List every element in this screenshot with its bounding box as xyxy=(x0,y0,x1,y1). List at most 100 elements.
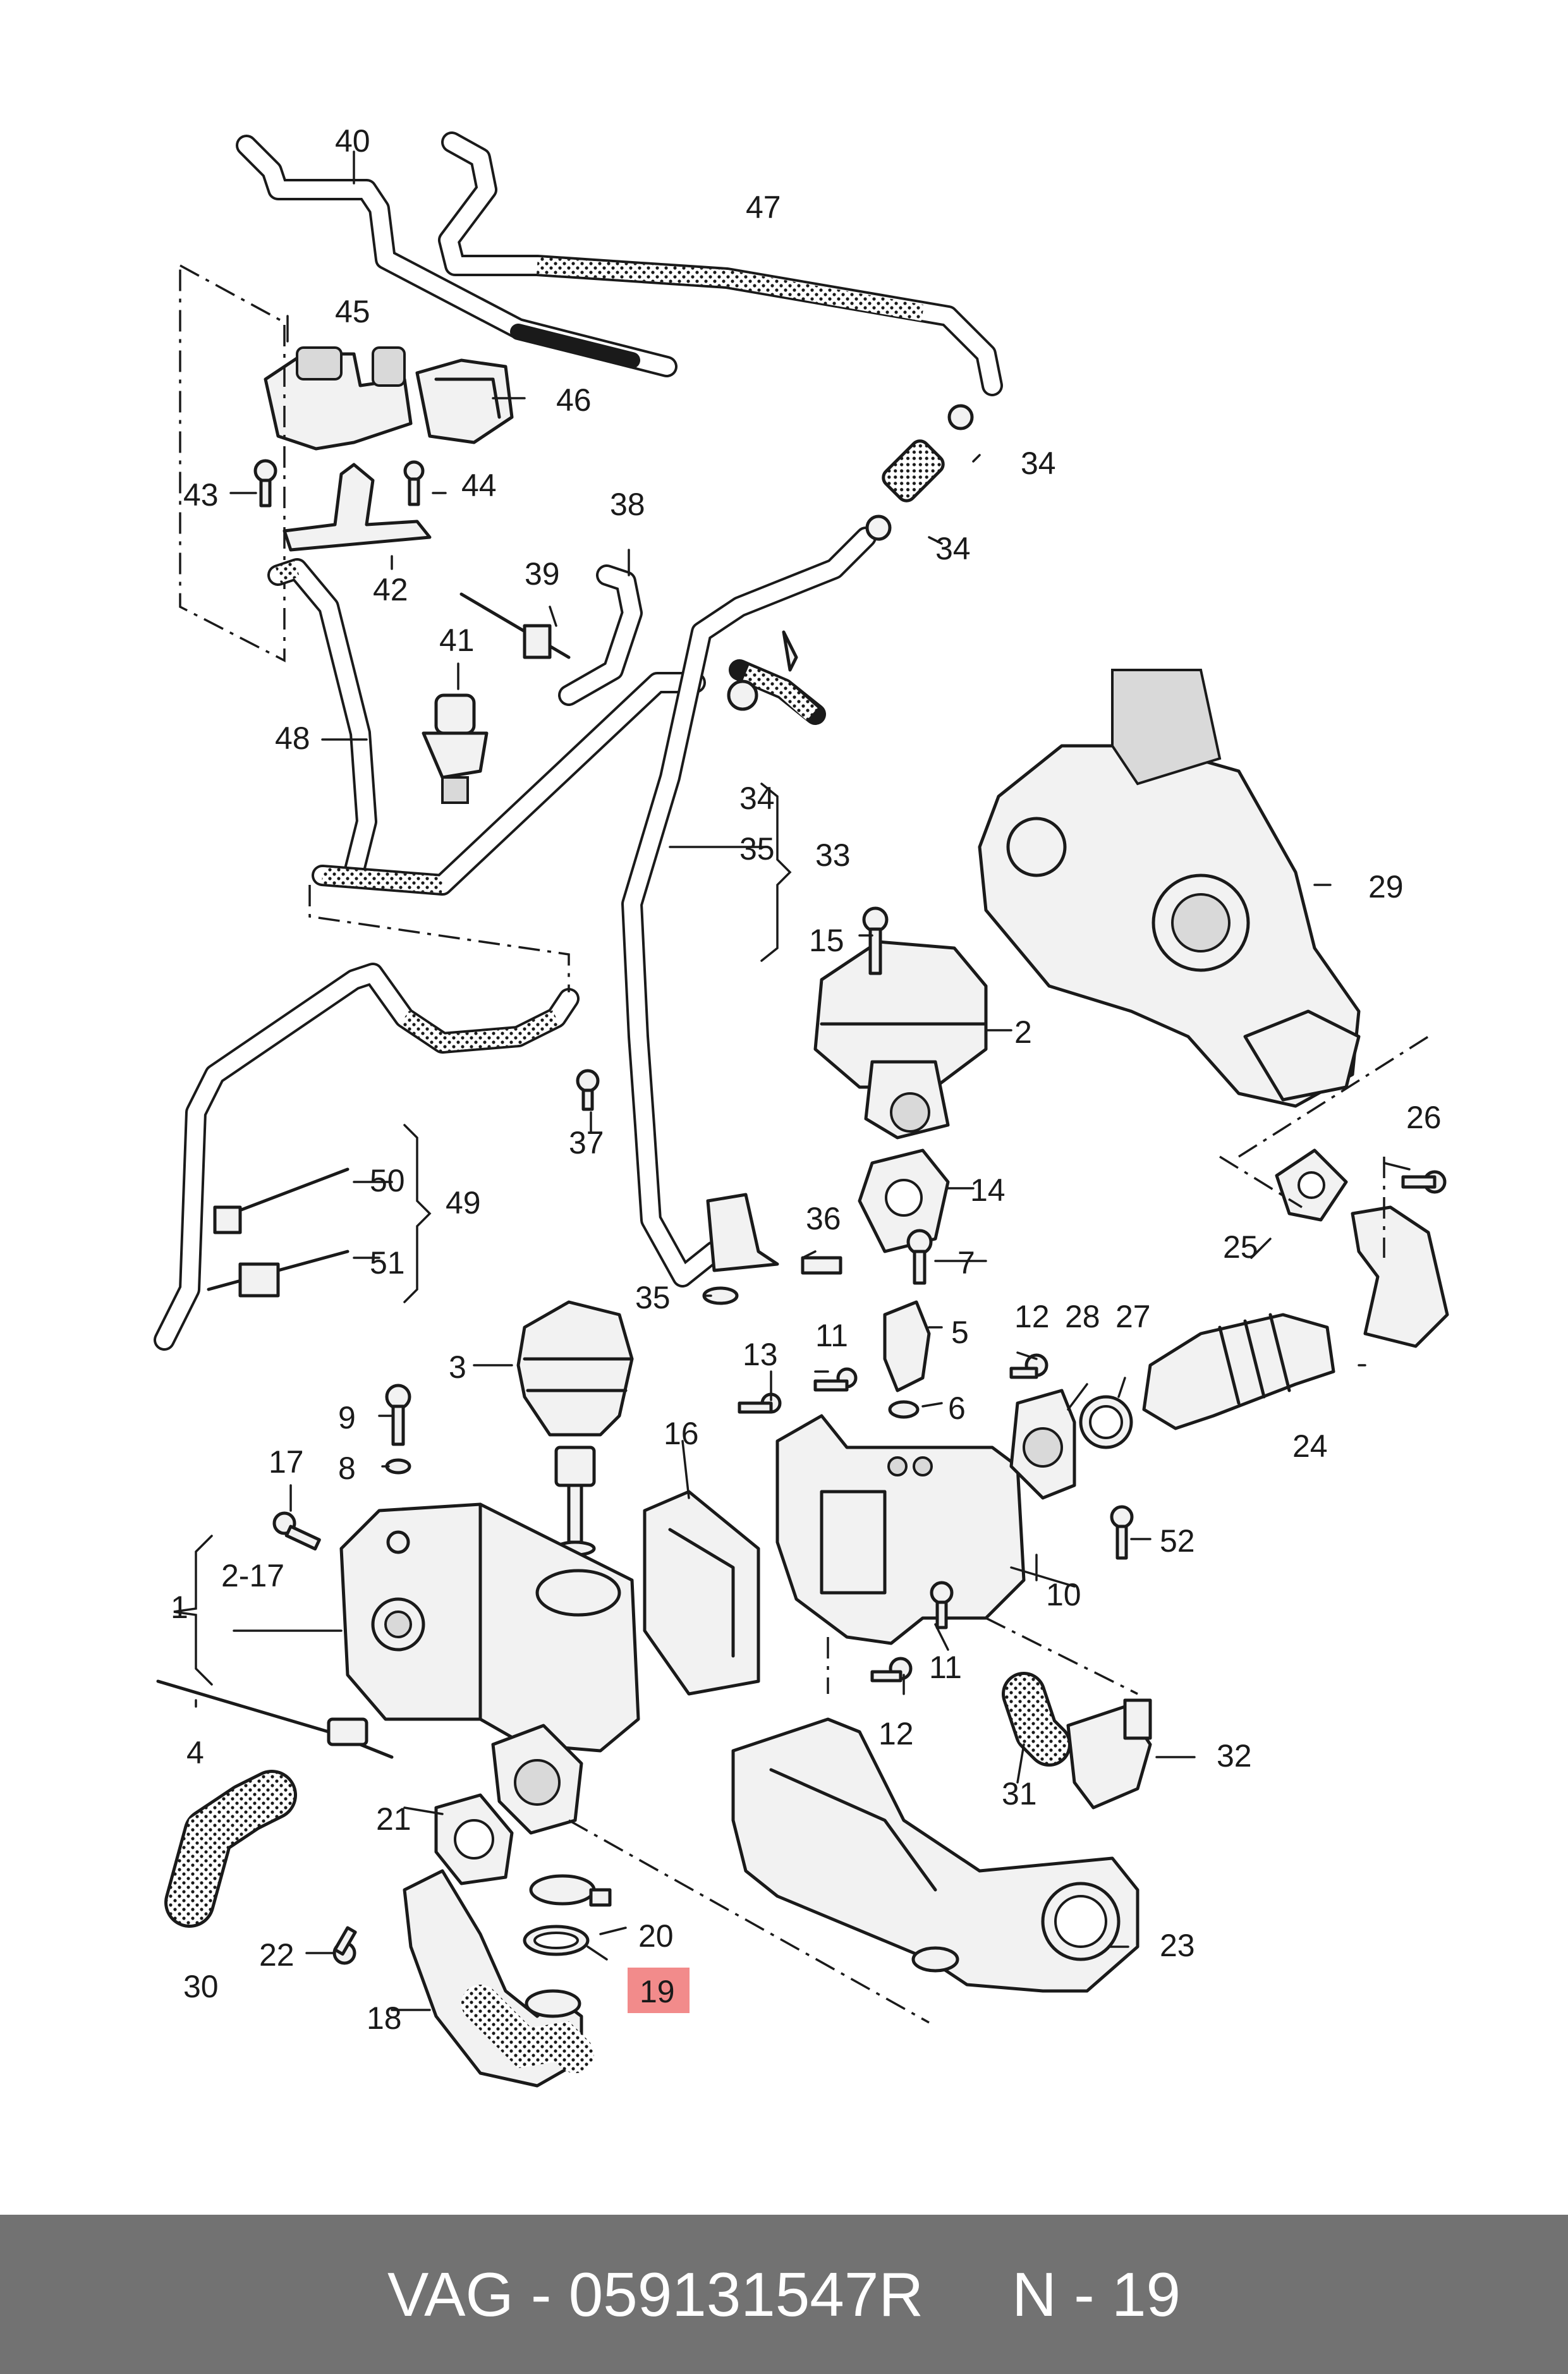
vacuum-actuator-3 xyxy=(516,1300,634,1557)
exhaust-manifold-10 xyxy=(775,1414,1026,1645)
callout-36: 36 xyxy=(806,1201,841,1236)
callout-31: 31 xyxy=(1002,1776,1037,1811)
callout-11a: 11 xyxy=(815,1318,848,1353)
bolt-11-top xyxy=(813,1367,858,1392)
sleeve-34 xyxy=(865,404,974,541)
part-number: VAG - 059131547R xyxy=(387,2259,924,2329)
callout-48: 48 xyxy=(275,721,310,756)
clip-37 xyxy=(576,1069,600,1111)
bolt-13 xyxy=(738,1392,782,1414)
callout-3: 3 xyxy=(449,1349,466,1385)
callout-17: 17 xyxy=(269,1444,304,1480)
coolant-hose-31 xyxy=(1002,1672,1071,1767)
callout-32: 32 xyxy=(1217,1738,1252,1774)
coolant-connector-32 xyxy=(1066,1698,1152,1810)
callout-16: 16 xyxy=(664,1416,699,1451)
callout-38: 38 xyxy=(610,487,645,522)
bolt-12-top xyxy=(1009,1353,1048,1379)
callout-34c: 34 xyxy=(739,781,775,816)
flange-28 xyxy=(1009,1389,1076,1500)
gasket-19 xyxy=(523,1925,590,1956)
coolant-hose-30 xyxy=(164,1770,297,1928)
connecting-pipe-18 xyxy=(403,1869,594,2088)
callout-24: 24 xyxy=(1292,1428,1328,1464)
gasket-16 xyxy=(643,1490,760,1696)
bracket-33 xyxy=(760,782,792,962)
highlight-box-19 xyxy=(628,1968,690,2013)
callout-37: 37 xyxy=(569,1125,604,1160)
callout-42: 42 xyxy=(373,572,408,607)
callout-41: 41 xyxy=(439,623,475,658)
callout-12a: 12 xyxy=(1014,1299,1050,1334)
bolt-17 xyxy=(272,1511,321,1551)
callout-27: 27 xyxy=(1115,1299,1151,1334)
bolt-44 xyxy=(403,460,425,506)
gasket-21 xyxy=(434,1793,514,1885)
flange-gasket xyxy=(491,1724,583,1835)
intake-manifold-23 xyxy=(731,1717,1140,1993)
callout-47: 47 xyxy=(746,190,781,225)
coolant-link-line xyxy=(985,1617,1138,1695)
callout-23: 23 xyxy=(1160,1928,1195,1963)
hose-48 xyxy=(267,558,377,883)
diagram-reference: N - 19 xyxy=(1012,2259,1181,2329)
cable-tie-39 xyxy=(459,592,571,659)
callout-6: 6 xyxy=(948,1391,966,1426)
callout-40: 40 xyxy=(335,123,370,159)
turbocharger-29 xyxy=(978,669,1361,1108)
pipe-elbow xyxy=(1351,1205,1449,1348)
washer-8 xyxy=(385,1458,411,1475)
group-bracket-line xyxy=(179,264,286,662)
hose-41-line xyxy=(312,672,706,896)
callout-8: 8 xyxy=(338,1451,356,1486)
callout-45: 45 xyxy=(335,294,370,329)
callout-35b: 35 xyxy=(635,1280,671,1315)
bolt-11-bottom xyxy=(930,1581,954,1629)
callout-49: 49 xyxy=(446,1185,481,1220)
assembly-link-line xyxy=(568,1819,930,2024)
callout-44: 44 xyxy=(461,468,497,503)
callout-14: 14 xyxy=(970,1172,1006,1208)
bend-link-line xyxy=(1219,1155,1385,1258)
sensor-5 xyxy=(883,1300,931,1392)
callout-2-17: 2-17 xyxy=(221,1558,284,1593)
callout-28: 28 xyxy=(1065,1299,1100,1334)
callout-10: 10 xyxy=(1046,1577,1081,1612)
connector-36 xyxy=(706,1193,842,1275)
bracket-42 xyxy=(283,463,432,552)
harness-49 xyxy=(154,963,580,1351)
callout-50: 50 xyxy=(370,1163,405,1198)
callout-19: 19 xyxy=(640,1974,675,2009)
bolt-43 xyxy=(253,459,277,508)
bolt-15 xyxy=(862,906,889,975)
group-bracket-line-2 xyxy=(308,885,570,992)
callout-7: 7 xyxy=(957,1245,975,1281)
bolt-52 xyxy=(1110,1505,1134,1560)
bracket-49 xyxy=(403,1124,432,1303)
valve-41 xyxy=(422,693,489,804)
seal-6 xyxy=(888,1400,920,1419)
vacuum-hose-47 xyxy=(438,131,1003,396)
pipe-38 xyxy=(558,564,643,706)
bolt-26 xyxy=(1401,1170,1447,1194)
callout-9: 9 xyxy=(338,1400,356,1435)
callout-34a: 34 xyxy=(1021,446,1056,481)
callout-25: 25 xyxy=(1223,1229,1258,1265)
callout-34b: 34 xyxy=(935,531,971,566)
callout-35a: 35 xyxy=(739,831,775,867)
bolt-22 xyxy=(332,1926,357,1965)
callout-43: 43 xyxy=(183,477,219,513)
cable-tie-51 xyxy=(207,1250,349,1298)
callout-22: 22 xyxy=(259,1937,295,1973)
callout-46: 46 xyxy=(556,382,592,418)
intake-pipe-24 xyxy=(1142,1313,1335,1430)
callout-26: 26 xyxy=(1406,1100,1442,1135)
callout-15: 15 xyxy=(809,923,844,958)
callout-11b: 11 xyxy=(929,1650,962,1685)
callout-12b: 12 xyxy=(878,1716,914,1751)
exhaust-bend-25 xyxy=(1275,1148,1348,1222)
vacuum-line-33 xyxy=(621,527,877,1287)
callout-13: 13 xyxy=(743,1337,778,1372)
callout-39: 39 xyxy=(525,556,560,592)
callout-29: 29 xyxy=(1368,869,1404,904)
